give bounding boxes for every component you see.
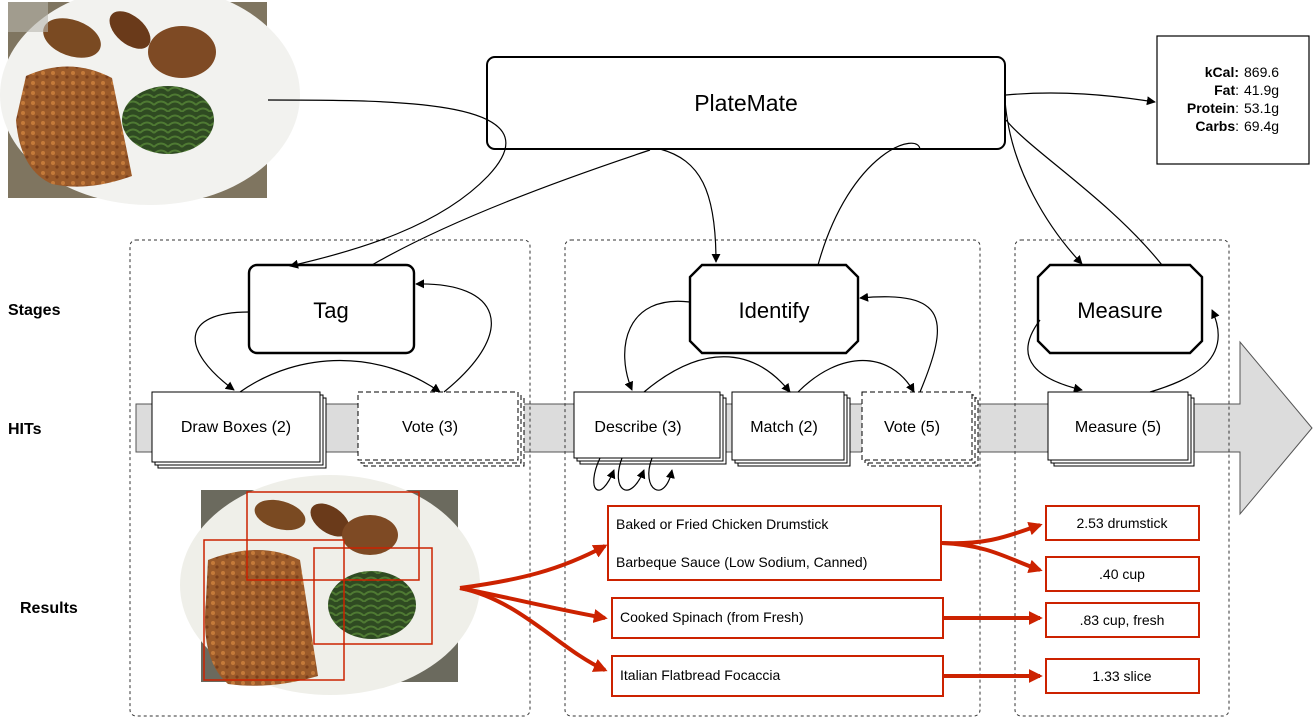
arrow-describe-loop-2 <box>617 457 646 491</box>
food-photo-top <box>0 0 300 205</box>
svg-text:Fat:: Fat: <box>1214 82 1239 98</box>
bbox-spinach <box>313 547 433 645</box>
arrow-vote-to-identify <box>859 292 938 393</box>
arrow-describe-loop-3 <box>648 457 675 491</box>
result-amount-bbq[interactable]: .40 cup <box>1045 556 1200 592</box>
arrow-identify-to-describe <box>624 300 691 391</box>
svg-text:Protein:: Protein: <box>1187 100 1239 116</box>
amount-focaccia: 1.33 slice <box>1092 668 1151 684</box>
arrow-measure-to-platemate <box>1005 119 1163 266</box>
result-amount-focaccia[interactable]: 1.33 slice <box>1045 658 1200 694</box>
stage-tag[interactable]: Tag <box>247 263 416 355</box>
kcal-value: 869.6 <box>1244 64 1279 80</box>
food-photo-tagged <box>180 475 480 695</box>
hit-describe[interactable]: Describe (3) <box>573 391 727 465</box>
bbox-focaccia <box>203 539 345 681</box>
kcal-label: kCal: <box>1205 64 1239 80</box>
food-focaccia: Italian Flatbread Focaccia <box>620 667 781 683</box>
arrow-describe-to-match <box>643 356 791 393</box>
arrow-platemate-to-measure <box>1004 99 1083 265</box>
result-arrows <box>459 521 1043 683</box>
arrow-measure-to-hit <box>1027 319 1083 393</box>
hit-vote-tag-label: Vote (3) <box>402 419 458 436</box>
hit-describe-label: Describe (3) <box>594 419 681 436</box>
hit-vote-identify[interactable]: Vote (5) <box>861 391 979 467</box>
flow-arrows <box>194 92 1220 491</box>
result-amount-drumstick[interactable]: 2.53 drumstick <box>1045 505 1200 541</box>
carbs-label: Carbs <box>1195 118 1235 134</box>
stage-identify-label: Identify <box>739 298 810 323</box>
hit-measure[interactable]: Measure (5) <box>1047 391 1195 467</box>
tag-stage-frame <box>129 239 531 717</box>
stage-identify[interactable]: Identify <box>688 263 860 355</box>
platemate-label: PlateMate <box>694 90 798 116</box>
food-drumstick: Baked or Fried Chicken Drumstick <box>616 516 829 532</box>
arrow-match-to-vote <box>797 360 915 393</box>
amount-spinach: .83 cup, fresh <box>1080 612 1165 628</box>
row-label-stages: Stages <box>8 302 61 319</box>
hit-vote-tag[interactable]: Vote (3) <box>357 391 525 467</box>
food-bbq: Barbeque Sauce (Low Sodium, Canned) <box>616 554 867 570</box>
result-amount-spinach[interactable]: .83 cup, fresh <box>1045 602 1200 638</box>
arrow-platemate-to-nutrition <box>1005 92 1156 106</box>
platemate-node[interactable]: PlateMate <box>486 56 1006 150</box>
protein-label: Protein <box>1187 100 1235 116</box>
protein-value: 53.1g <box>1244 100 1279 116</box>
arrow-tag-to-platemate <box>371 149 651 266</box>
amount-drumstick: 2.53 drumstick <box>1076 515 1168 531</box>
hit-draw-boxes[interactable]: Draw Boxes (2) <box>151 391 327 469</box>
bbox-chicken <box>246 491 420 581</box>
arrow-describe-loop-1 <box>593 457 616 491</box>
row-label-hits: HITs <box>8 421 42 438</box>
amount-bbq: .40 cup <box>1099 566 1145 582</box>
fat-label: Fat <box>1214 82 1235 98</box>
stage-measure[interactable]: Measure <box>1036 263 1204 355</box>
arrow-tag-to-draw-boxes <box>194 311 250 391</box>
arrow-draw-boxes-to-vote <box>239 359 441 393</box>
fat-value: 41.9g <box>1244 82 1279 98</box>
arrow-photo-to-platemate <box>267 99 507 269</box>
stage-measure-label: Measure <box>1077 298 1163 323</box>
result-food-spinach[interactable]: Cooked Spinach (from Fresh) <box>611 597 944 639</box>
hit-match[interactable]: Match (2) <box>731 391 851 467</box>
hit-match-label: Match (2) <box>750 419 818 436</box>
arrow-identify-to-platemate <box>817 142 921 266</box>
hit-measure-label: Measure (5) <box>1075 419 1161 436</box>
result-food-focaccia[interactable]: Italian Flatbread Focaccia <box>611 655 944 697</box>
stage-tag-label: Tag <box>313 298 348 323</box>
carbs-value: 69.4g <box>1244 118 1279 134</box>
svg-text:kCal:: kCal: <box>1205 64 1239 80</box>
arrow-vote-to-tag <box>415 279 492 393</box>
arrow-hit-to-measure <box>1149 309 1220 393</box>
row-label-results: Results <box>20 600 78 617</box>
hit-draw-boxes-label: Draw Boxes (2) <box>181 419 291 436</box>
identify-stage-frame <box>564 239 981 717</box>
result-food-drumstick-bbq[interactable]: Baked or Fried Chicken Drumstick Barbequ… <box>607 505 942 581</box>
food-spinach: Cooked Spinach (from Fresh) <box>620 609 804 625</box>
svg-text:Carbs:: Carbs: <box>1195 118 1239 134</box>
arrow-platemate-to-identify <box>659 148 721 263</box>
nutrition-box: kCal: 869.6 Fat: 41.9g Protein: 53.1g Ca… <box>1156 35 1310 165</box>
hit-vote-identify-label: Vote (5) <box>884 419 940 436</box>
